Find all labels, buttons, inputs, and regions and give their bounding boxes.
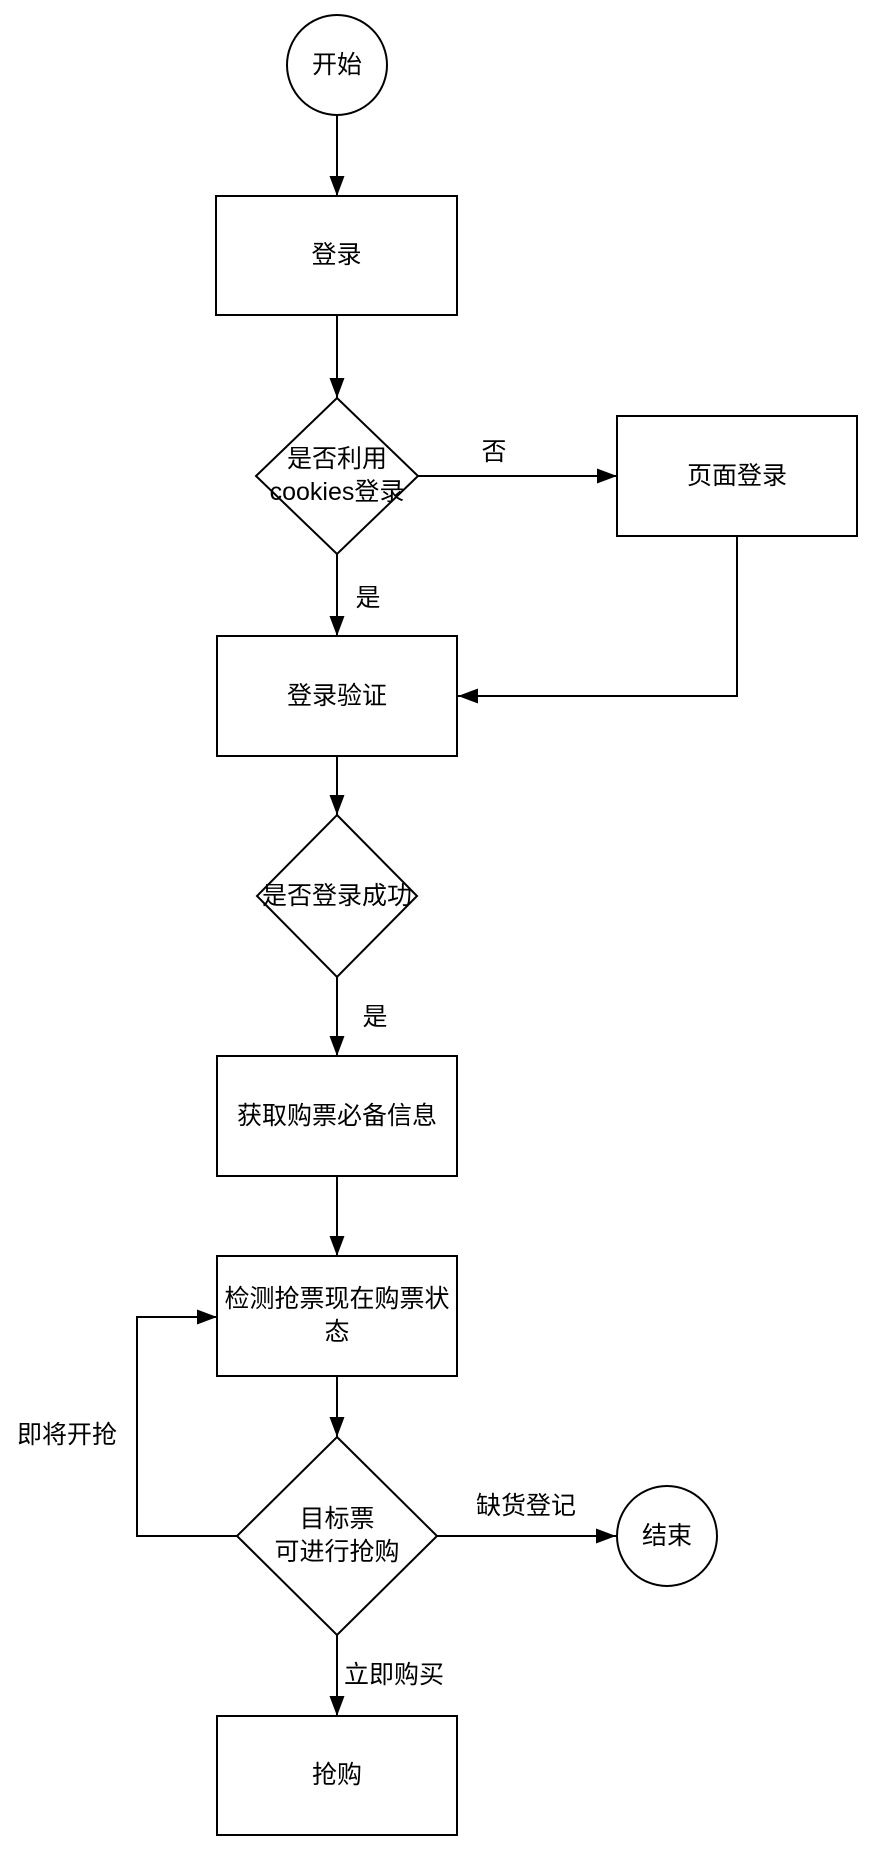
edge-loop-back-to-detect-status xyxy=(136,1309,237,1537)
detect-status-node-shape xyxy=(216,1255,458,1377)
end-node-shape xyxy=(616,1485,718,1587)
get-info-node-shape xyxy=(216,1055,458,1177)
login-node-shape xyxy=(215,195,458,316)
edge-page-login-to-login-verify xyxy=(458,536,738,704)
login-verify-node-shape xyxy=(216,635,458,757)
rush-node-shape xyxy=(216,1715,458,1836)
page-login-node-shape xyxy=(616,415,858,537)
start-node-shape xyxy=(286,14,388,116)
cookies-decision-shape xyxy=(254,396,420,556)
target-decision-shape xyxy=(235,1435,439,1637)
success-decision-shape xyxy=(255,813,419,979)
